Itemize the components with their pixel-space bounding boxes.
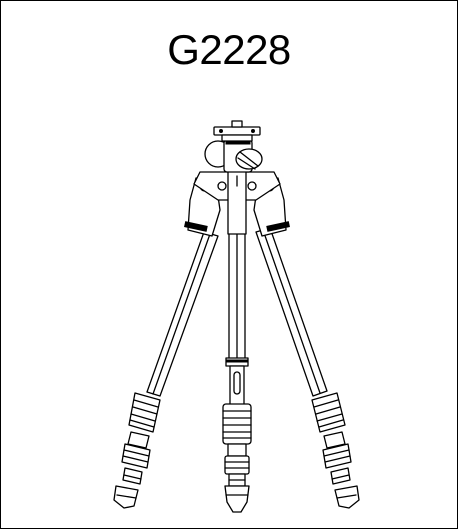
model-title: G2228	[167, 26, 291, 73]
center-leg	[222, 231, 252, 513]
left-leg	[113, 231, 219, 509]
tripod-head	[184, 120, 290, 237]
right-leg	[255, 227, 360, 509]
